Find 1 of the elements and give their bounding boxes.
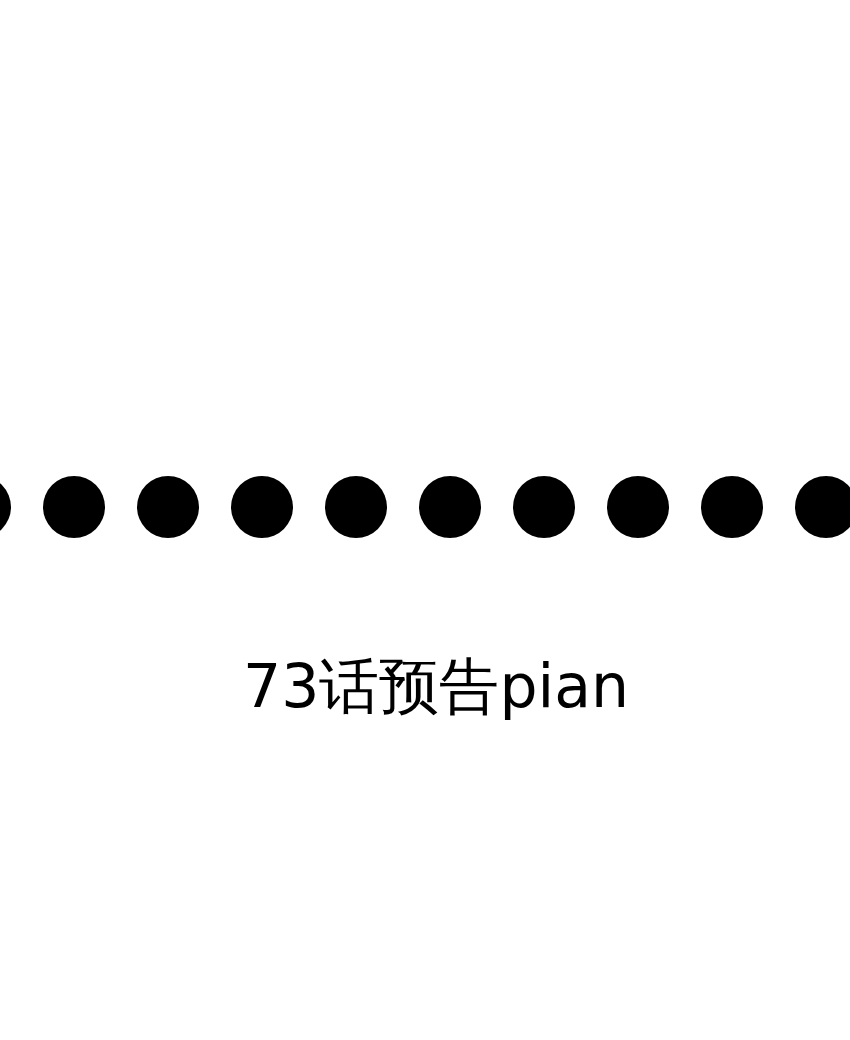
- chapter-preview-title: 73话预告pian: [242, 650, 630, 723]
